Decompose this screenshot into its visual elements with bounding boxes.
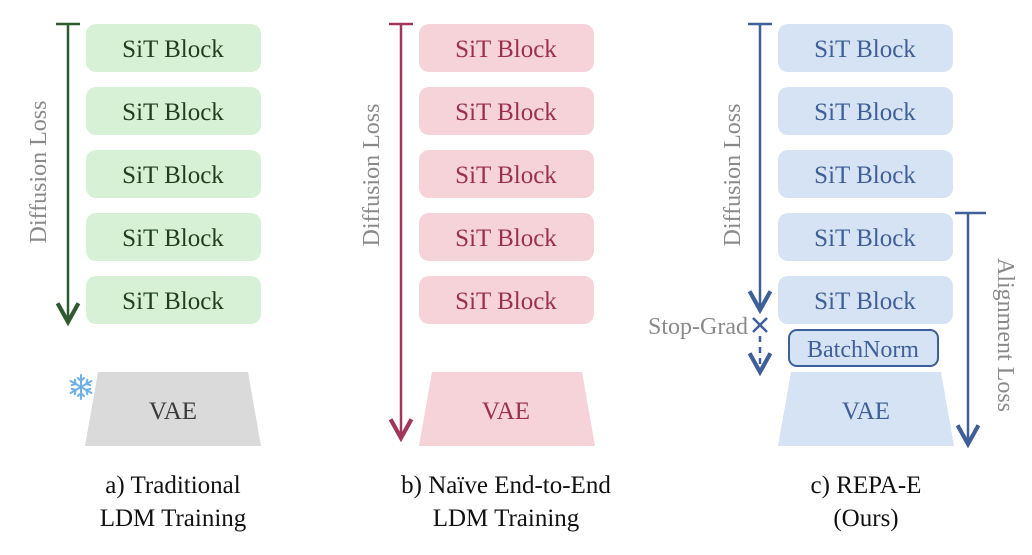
sit-block-a-1: SiT Block xyxy=(86,24,261,72)
sit-block-label: SiT Block xyxy=(122,99,224,126)
caption-c-line1: c) REPA-E xyxy=(811,472,922,499)
diffusion-loss-label-b: Diffusion Loss xyxy=(359,104,385,247)
alignment-loss-label: Alignment Loss xyxy=(992,258,1018,412)
diffusion-loss-label-a: Diffusion Loss xyxy=(26,101,52,244)
sit-block-label: SiT Block xyxy=(122,288,224,315)
sit-block-b-5: SiT Block xyxy=(419,276,594,324)
sit-block-c-4: SiT Block xyxy=(778,213,953,261)
sit-block-a-2: SiT Block xyxy=(86,87,261,135)
stop-grad-x-icon xyxy=(752,317,768,333)
panel-a: Diffusion Loss SiT Block SiT Block SiT B… xyxy=(26,22,261,532)
sit-block-label: SiT Block xyxy=(455,225,557,252)
caption-c-line2: (Ours) xyxy=(833,505,898,532)
batchnorm-label: BatchNorm xyxy=(807,337,919,363)
sit-block-label: SiT Block xyxy=(455,288,557,315)
sit-block-label: SiT Block xyxy=(455,36,557,63)
sit-block-label: SiT Block xyxy=(122,162,224,189)
sit-block-a-4: SiT Block xyxy=(86,213,261,261)
panel-b: Diffusion Loss SiT Block SiT Block SiT B… xyxy=(359,22,611,532)
sit-block-label: SiT Block xyxy=(814,288,916,315)
sit-block-b-3: SiT Block xyxy=(419,150,594,198)
sit-block-a-5: SiT Block xyxy=(86,276,261,324)
sit-block-c-5: SiT Block xyxy=(778,276,953,324)
vae-label-b: VAE xyxy=(482,398,530,425)
sit-block-b-4: SiT Block xyxy=(419,213,594,261)
vae-b: VAE xyxy=(419,372,595,446)
diffusion-loss-label-c: Diffusion Loss xyxy=(720,104,746,247)
sit-block-c-3: SiT Block xyxy=(778,150,953,198)
caption-b-line1: b) Naïve End-to-End xyxy=(401,472,611,499)
sit-block-c-1: SiT Block xyxy=(778,24,953,72)
caption-a-line1: a) Traditional xyxy=(105,472,240,499)
caption-b-line2: LDM Training xyxy=(433,505,580,532)
vae-c: VAE xyxy=(778,372,954,446)
sit-block-b-2: SiT Block xyxy=(419,87,594,135)
panel-c: Diffusion Loss Stop-Grad SiT Block SiT B… xyxy=(648,22,1018,532)
sit-block-a-3: SiT Block xyxy=(86,150,261,198)
caption-a-line2: LDM Training xyxy=(100,505,247,532)
sit-block-label: SiT Block xyxy=(122,225,224,252)
sit-block-label: SiT Block xyxy=(814,99,916,126)
sit-block-label: SiT Block xyxy=(814,162,916,189)
sit-block-label: SiT Block xyxy=(122,36,224,63)
vae-label-a: VAE xyxy=(149,398,197,425)
sit-block-label: SiT Block xyxy=(455,99,557,126)
sit-block-label: SiT Block xyxy=(455,162,557,189)
stop-grad-label: Stop-Grad xyxy=(648,314,748,340)
sit-block-label: SiT Block xyxy=(814,36,916,63)
sit-block-c-2: SiT Block xyxy=(778,87,953,135)
sit-block-label: SiT Block xyxy=(814,225,916,252)
vae-a: VAE xyxy=(85,372,261,446)
sit-block-b-1: SiT Block xyxy=(419,24,594,72)
vae-label-c: VAE xyxy=(842,398,890,425)
batchnorm-block: BatchNorm xyxy=(788,329,939,367)
snowflake-icon xyxy=(69,374,93,400)
